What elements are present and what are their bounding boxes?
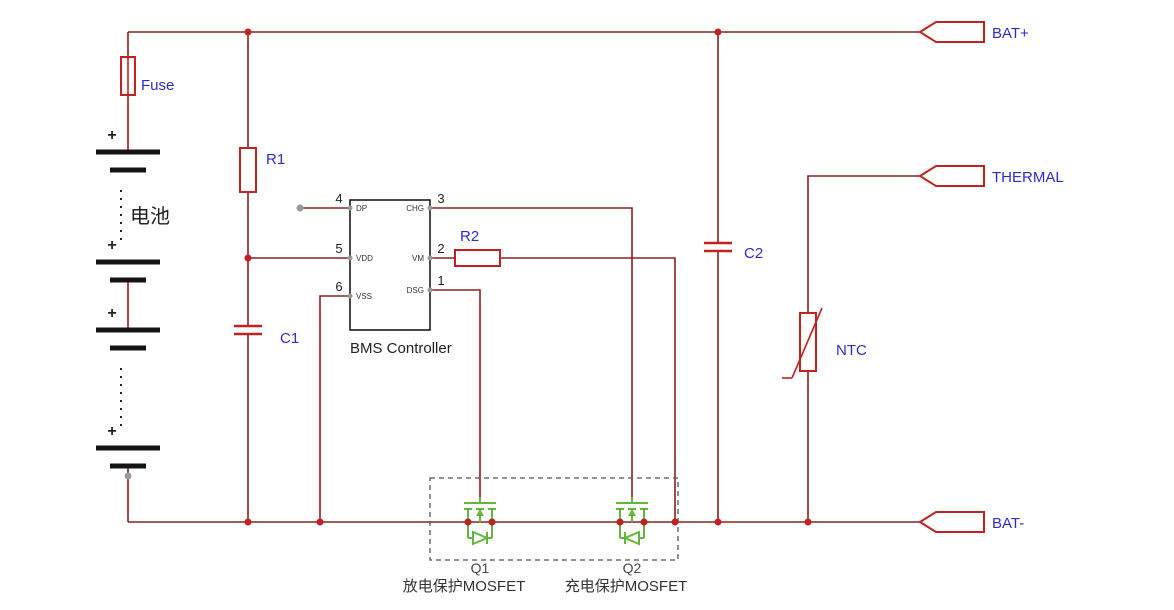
pin-name-dp: DP — [356, 204, 367, 213]
q2-label: Q2 — [623, 560, 642, 576]
q1-label: Q1 — [471, 560, 490, 576]
pin-number-6: 6 — [335, 279, 342, 294]
c1-capacitor — [234, 324, 262, 336]
q2-body-diode — [622, 530, 640, 546]
thermal-label: THERMAL — [992, 169, 1064, 186]
bms-controller: DP VDD VSS CHG VM DSG 4 5 6 3 2 1 — [335, 191, 445, 331]
q1-diode-leads — [467, 522, 493, 539]
wire-dsg-to-q1-gate — [430, 289, 481, 497]
c2-capacitor — [704, 241, 732, 253]
junction-dot — [714, 518, 722, 526]
bat-plus-connector — [918, 21, 985, 43]
bat-minus-connector — [918, 511, 985, 533]
junction-dot — [244, 518, 252, 526]
pin-name-vss: VSS — [356, 292, 372, 301]
junction-dot — [488, 518, 496, 526]
wire-vss — [319, 295, 350, 522]
junction-dot — [671, 518, 679, 526]
battery-plus-sign: + — [107, 305, 116, 322]
thermal-connector — [918, 165, 985, 187]
q2-body-arrow — [628, 509, 636, 516]
battery-plus-sign: + — [107, 237, 116, 254]
junction-dots — [244, 28, 812, 526]
r1-resistor — [239, 147, 257, 193]
terminal-dot — [124, 472, 132, 480]
q1-body-arrow — [476, 509, 484, 516]
junction-dot — [640, 518, 648, 526]
pin-dot — [427, 255, 433, 261]
r2-label: R2 — [460, 228, 479, 245]
battery-plus-sign: + — [107, 423, 116, 440]
q1-caption: 放电保护MOSFET — [403, 578, 526, 595]
pin-number-3: 3 — [437, 191, 444, 206]
bms-controller-label: BMS Controller — [350, 340, 452, 357]
pin-dot — [347, 255, 353, 261]
pin-name-vdd: VDD — [356, 254, 373, 263]
r2-resistor — [454, 249, 501, 267]
no-connect-dot — [296, 204, 304, 212]
wires — [127, 31, 920, 523]
junction-dot — [244, 28, 252, 36]
q2-caption: 充电保护MOSFET — [565, 578, 688, 595]
pin-name-vm: VM — [412, 254, 424, 263]
c2-label: C2 — [744, 245, 763, 262]
pin-name-chg: CHG — [406, 204, 424, 213]
bat-minus-label: BAT- — [992, 515, 1024, 532]
mosfet-dashed-box — [429, 477, 679, 561]
pin-dot — [347, 293, 353, 299]
fuse-symbol — [120, 56, 136, 96]
wire-thermal-to-ntc — [807, 175, 920, 313]
battery-plus-sign: + — [107, 127, 116, 144]
wire-chg-to-q2-gate — [430, 207, 633, 497]
c1-label: C1 — [280, 330, 299, 347]
wire-r2-to-pack-minus — [500, 257, 676, 522]
fuse-label: Fuse — [141, 77, 174, 94]
junction-dot — [804, 518, 812, 526]
pin-name-dsg: DSG — [407, 286, 424, 295]
pin-number-4: 4 — [335, 191, 342, 206]
junction-dot — [714, 28, 722, 36]
r1-label: R1 — [266, 151, 285, 168]
battery-label: 电池 — [130, 205, 170, 228]
pin-dot — [427, 205, 433, 211]
q2-mosfet — [616, 497, 648, 546]
junction-dot — [316, 518, 324, 526]
q2-diode-leads — [619, 522, 645, 539]
pin-dot — [347, 205, 353, 211]
terminal-dots — [124, 204, 433, 480]
battery-symbol: + + + + — [96, 127, 160, 469]
ntc-label: NTC — [836, 342, 867, 359]
junction-dot — [616, 518, 624, 526]
pin-number-2: 2 — [437, 241, 444, 256]
junction-dot — [244, 254, 252, 262]
junction-dot — [464, 518, 472, 526]
ntc-thermistor — [782, 307, 823, 379]
pin-number-5: 5 — [335, 241, 342, 256]
q1-body-diode — [472, 530, 490, 546]
pin-dot — [427, 287, 433, 293]
bat-plus-label: BAT+ — [992, 25, 1029, 42]
pin-number-1: 1 — [437, 273, 444, 288]
bms-controller-box — [349, 199, 431, 331]
ntc-diagonal — [791, 307, 823, 379]
